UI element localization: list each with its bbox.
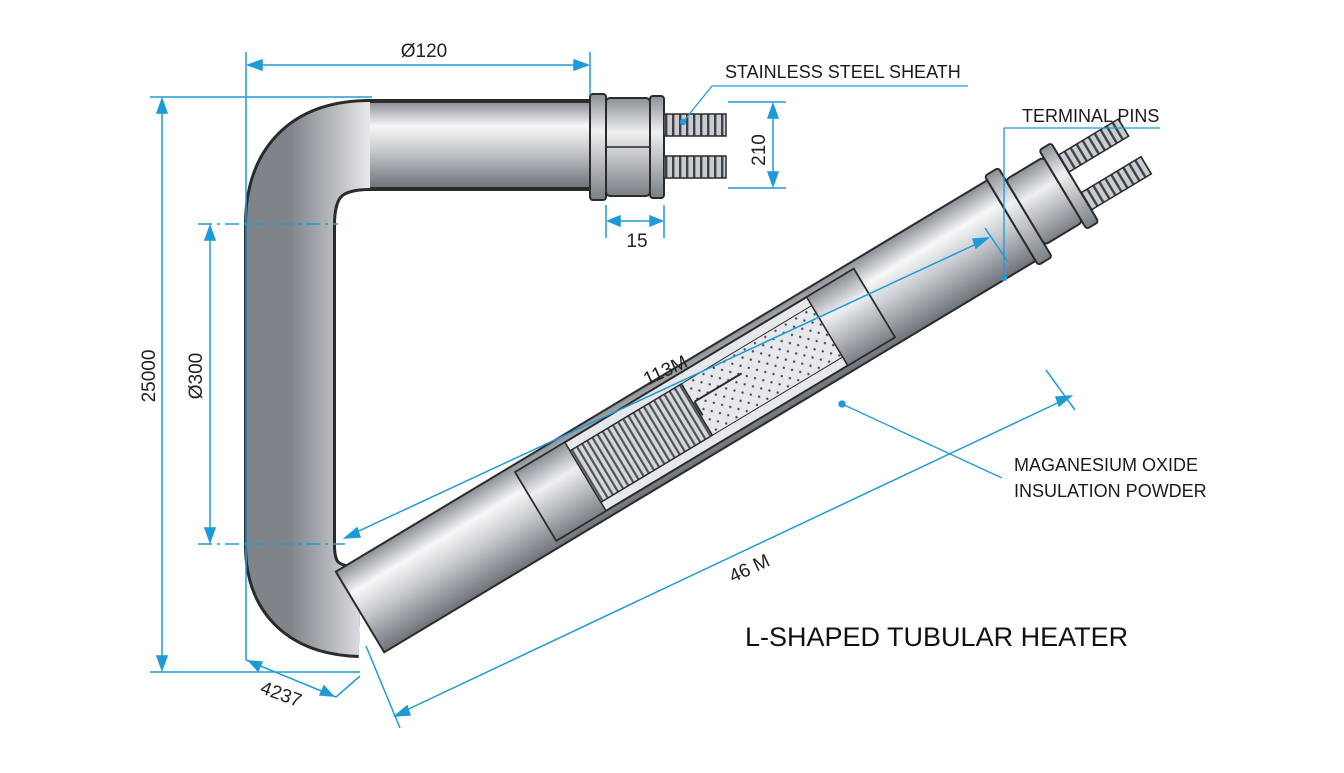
- pins-leader: [1003, 127, 1160, 278]
- terminal-end-upper: [589, 93, 727, 201]
- dim-terminal-spacing: 210: [749, 134, 770, 166]
- callout-powder-line1: MAGANESIUM OXIDE: [1014, 455, 1198, 475]
- callout-powder-line2: INSULATION POWDER: [1014, 481, 1207, 501]
- dim-inner-height: Ø300: [186, 353, 207, 399]
- dim-overall-height: 25000: [139, 350, 160, 403]
- powder-leader: [841, 403, 1003, 479]
- dim-nut-width: 15: [626, 231, 647, 252]
- terminal-pin-upper-1: [663, 113, 727, 137]
- dim-top-width: Ø120: [401, 41, 447, 62]
- terminal-pin-upper-2: [663, 155, 727, 179]
- callout-labels: STAINLESS STEEL SHEATH TERMINAL PINS MAG…: [725, 62, 1207, 501]
- callout-terminal-pins: TERMINAL PINS: [1022, 106, 1159, 126]
- callout-sheath: STAINLESS STEEL SHEATH: [725, 62, 961, 82]
- washer-lower: [1039, 143, 1099, 229]
- end-collar-upper: [589, 93, 607, 201]
- heater-tube: [244, 99, 590, 658]
- cutaway-section: [513, 267, 897, 543]
- drawing-title: L-SHAPED TUBULAR HEATER: [745, 622, 1128, 652]
- terminal-pin-lower-2: [1080, 155, 1153, 211]
- dim-bottom-offset: 4237: [257, 678, 304, 712]
- washer-upper: [649, 95, 665, 199]
- tube-vertical-leg: [247, 102, 590, 655]
- dimension-lines: [150, 52, 1076, 729]
- insulation-powder-fill: [680, 304, 844, 436]
- sheath-leader: [682, 85, 968, 123]
- terminal-pin-lower-1: [1057, 117, 1130, 174]
- tube-top-segment: [370, 102, 590, 188]
- leader-lines: [679, 85, 1160, 479]
